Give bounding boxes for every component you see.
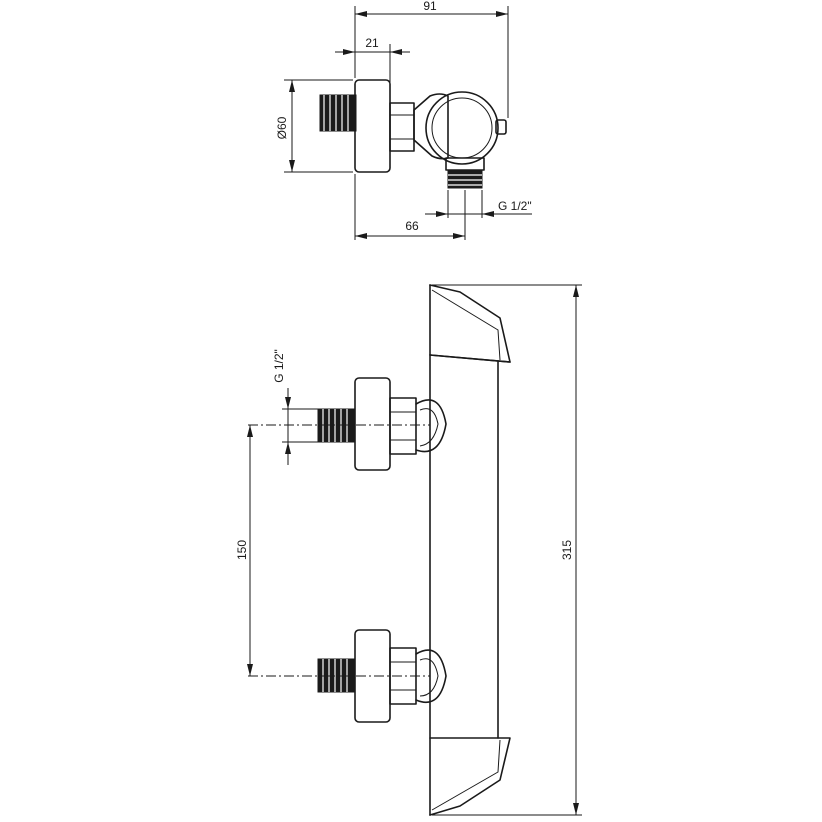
top-view: 91 21 Ø60 66 (275, 0, 532, 240)
dim-top-width-label: 91 (423, 0, 437, 13)
front-lower-connection (317, 629, 447, 723)
dim-body-length-label: 315 (560, 540, 574, 560)
dim-rosette-diameter-label: Ø60 (275, 116, 289, 139)
top-inlet-thread (319, 94, 357, 132)
front-bottom-cap (429, 737, 511, 816)
front-upper-connection (317, 377, 447, 471)
dim-outlet-thread: G 1/2" (425, 190, 532, 218)
dim-inlet-thread: G 1/2" (272, 349, 318, 465)
dim-inlet-spacing-label: 150 (235, 540, 249, 560)
dim-rosette-diameter: Ø60 (275, 79, 353, 173)
dim-outlet-offset-label: 66 (405, 219, 419, 233)
top-body-cylinder (425, 91, 499, 165)
dim-top-depth-label: 21 (365, 36, 379, 50)
top-rosette (354, 79, 391, 173)
front-view: G 1/2" 150 315 (235, 284, 582, 816)
top-hex-nut (389, 102, 415, 152)
front-upper-curve (415, 399, 447, 453)
top-inlet-thread-lines (323, 95, 349, 131)
top-pin (495, 119, 507, 135)
top-body-neck (413, 93, 449, 160)
front-upper-rosette (354, 377, 391, 471)
dim-top-width: 91 (354, 0, 509, 118)
dim-outlet-offset: 66 (354, 174, 466, 240)
front-upper-hex-nut (389, 397, 417, 455)
dim-body-length: 315 (432, 284, 582, 816)
dim-inlet-thread-label: G 1/2" (272, 349, 286, 383)
dim-outlet-thread-label: G 1/2" (498, 199, 532, 213)
dim-inlet-spacing: 150 (235, 425, 253, 676)
front-lower-curve (415, 649, 447, 704)
front-lower-thread (317, 658, 355, 693)
front-upper-thread (317, 408, 355, 443)
dim-top-depth: 21 (335, 36, 410, 100)
